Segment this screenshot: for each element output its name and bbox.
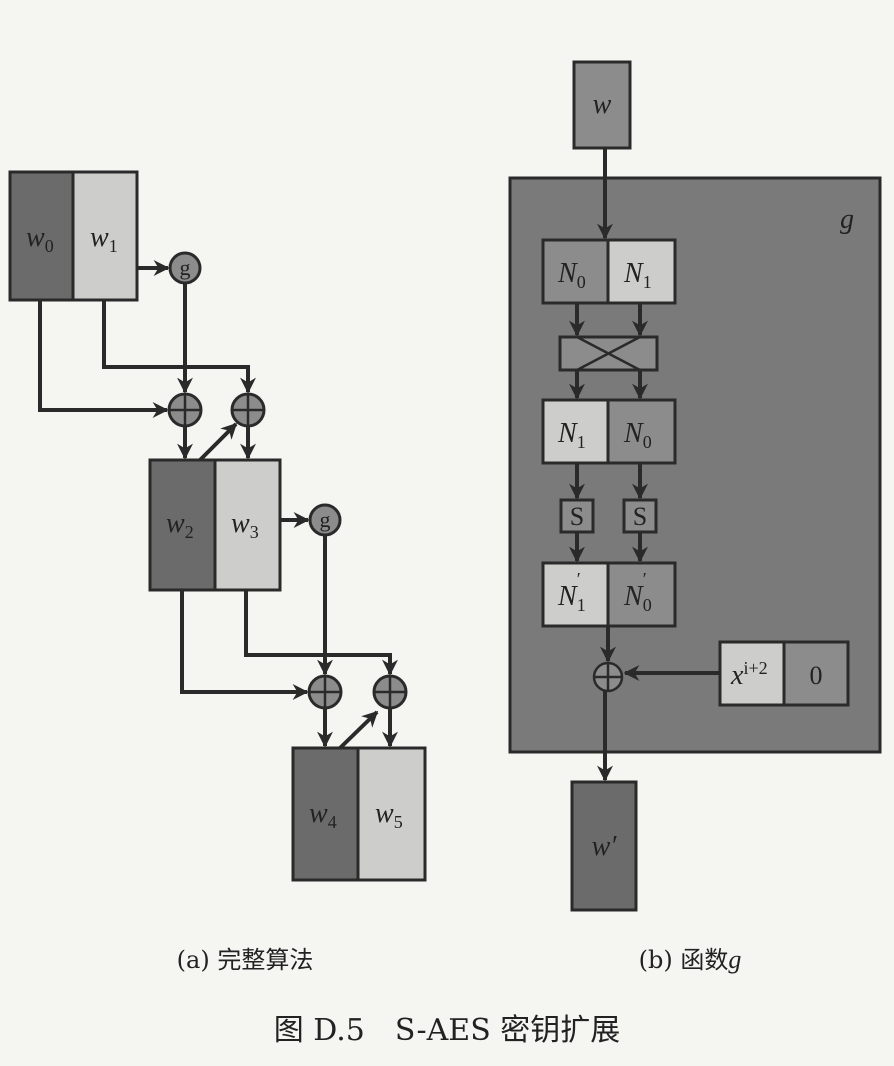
w0-label: w0 bbox=[26, 222, 54, 256]
w1-label: w1 bbox=[90, 222, 118, 256]
g-label: g bbox=[180, 255, 191, 280]
caption-b: (b) 函数g bbox=[639, 945, 742, 974]
n0-label: N0 bbox=[557, 258, 586, 292]
figure-title: 图 D.5 S-AES 密钥扩展 bbox=[274, 1013, 621, 1048]
w4-to-xor4-arrow bbox=[338, 710, 379, 750]
xor-icon bbox=[592, 661, 624, 693]
s-box-1: S bbox=[559, 498, 595, 534]
round-constant-block: xi+2 0 bbox=[718, 640, 850, 707]
w-prime-label: w′ bbox=[592, 831, 618, 862]
g-label: g bbox=[320, 507, 331, 532]
w0-w1-block: w0 w1 bbox=[8, 170, 139, 302]
w2-w3-block: w2 w3 bbox=[148, 458, 282, 592]
xor-icon bbox=[167, 392, 203, 428]
s-box-label: S bbox=[633, 502, 647, 531]
n0-prime-label: N0′ bbox=[623, 569, 652, 615]
caption-a: (a) 完整算法 bbox=[177, 946, 314, 974]
swap-box bbox=[558, 335, 659, 372]
n1p-n0p-block: N1′ N0′ bbox=[541, 561, 677, 628]
n1-prime-label: N1′ bbox=[557, 569, 586, 615]
g-function-panel: g w N0 N1 N1 N0 S bbox=[508, 60, 882, 974]
w2-to-xor3-wire bbox=[180, 590, 309, 700]
w1-to-xor2-wire bbox=[102, 300, 256, 394]
zero-label: 0 bbox=[810, 661, 823, 690]
g-box-label: g bbox=[840, 204, 854, 235]
w-input-block: w bbox=[572, 60, 632, 150]
w-input-label: w bbox=[593, 89, 612, 120]
n1-label: N1 bbox=[557, 418, 586, 452]
w3-to-xor4-wire bbox=[244, 590, 398, 676]
xor-icon bbox=[372, 674, 408, 710]
w-prime-output-block: w′ bbox=[570, 780, 638, 912]
xor-icon bbox=[307, 674, 343, 710]
rcon-label: xi+2 bbox=[730, 658, 768, 691]
s-box-label: S bbox=[570, 502, 584, 531]
full-algorithm-panel: w0 w1 w2 w3 w4 w5 g g (a) 完整算法 bbox=[8, 170, 427, 974]
w4-label: w4 bbox=[309, 798, 337, 832]
w5-label: w5 bbox=[375, 798, 403, 832]
n1-n0-block: N1 N0 bbox=[541, 398, 677, 465]
g-function-node-2: g bbox=[308, 503, 342, 537]
n0-label: N0 bbox=[623, 418, 652, 452]
w0-to-xor1-wire bbox=[38, 300, 169, 418]
g-function-node-1: g bbox=[168, 251, 202, 285]
w3-label: w3 bbox=[231, 508, 259, 542]
n0-n1-block: N0 N1 bbox=[541, 238, 677, 305]
s-box-2: S bbox=[622, 498, 658, 534]
w4-w5-block: w4 w5 bbox=[291, 746, 427, 882]
xor-icon bbox=[230, 392, 266, 428]
n1-label: N1 bbox=[623, 258, 652, 292]
w2-to-xor2-arrow bbox=[198, 422, 238, 462]
w2-label: w2 bbox=[166, 508, 194, 542]
